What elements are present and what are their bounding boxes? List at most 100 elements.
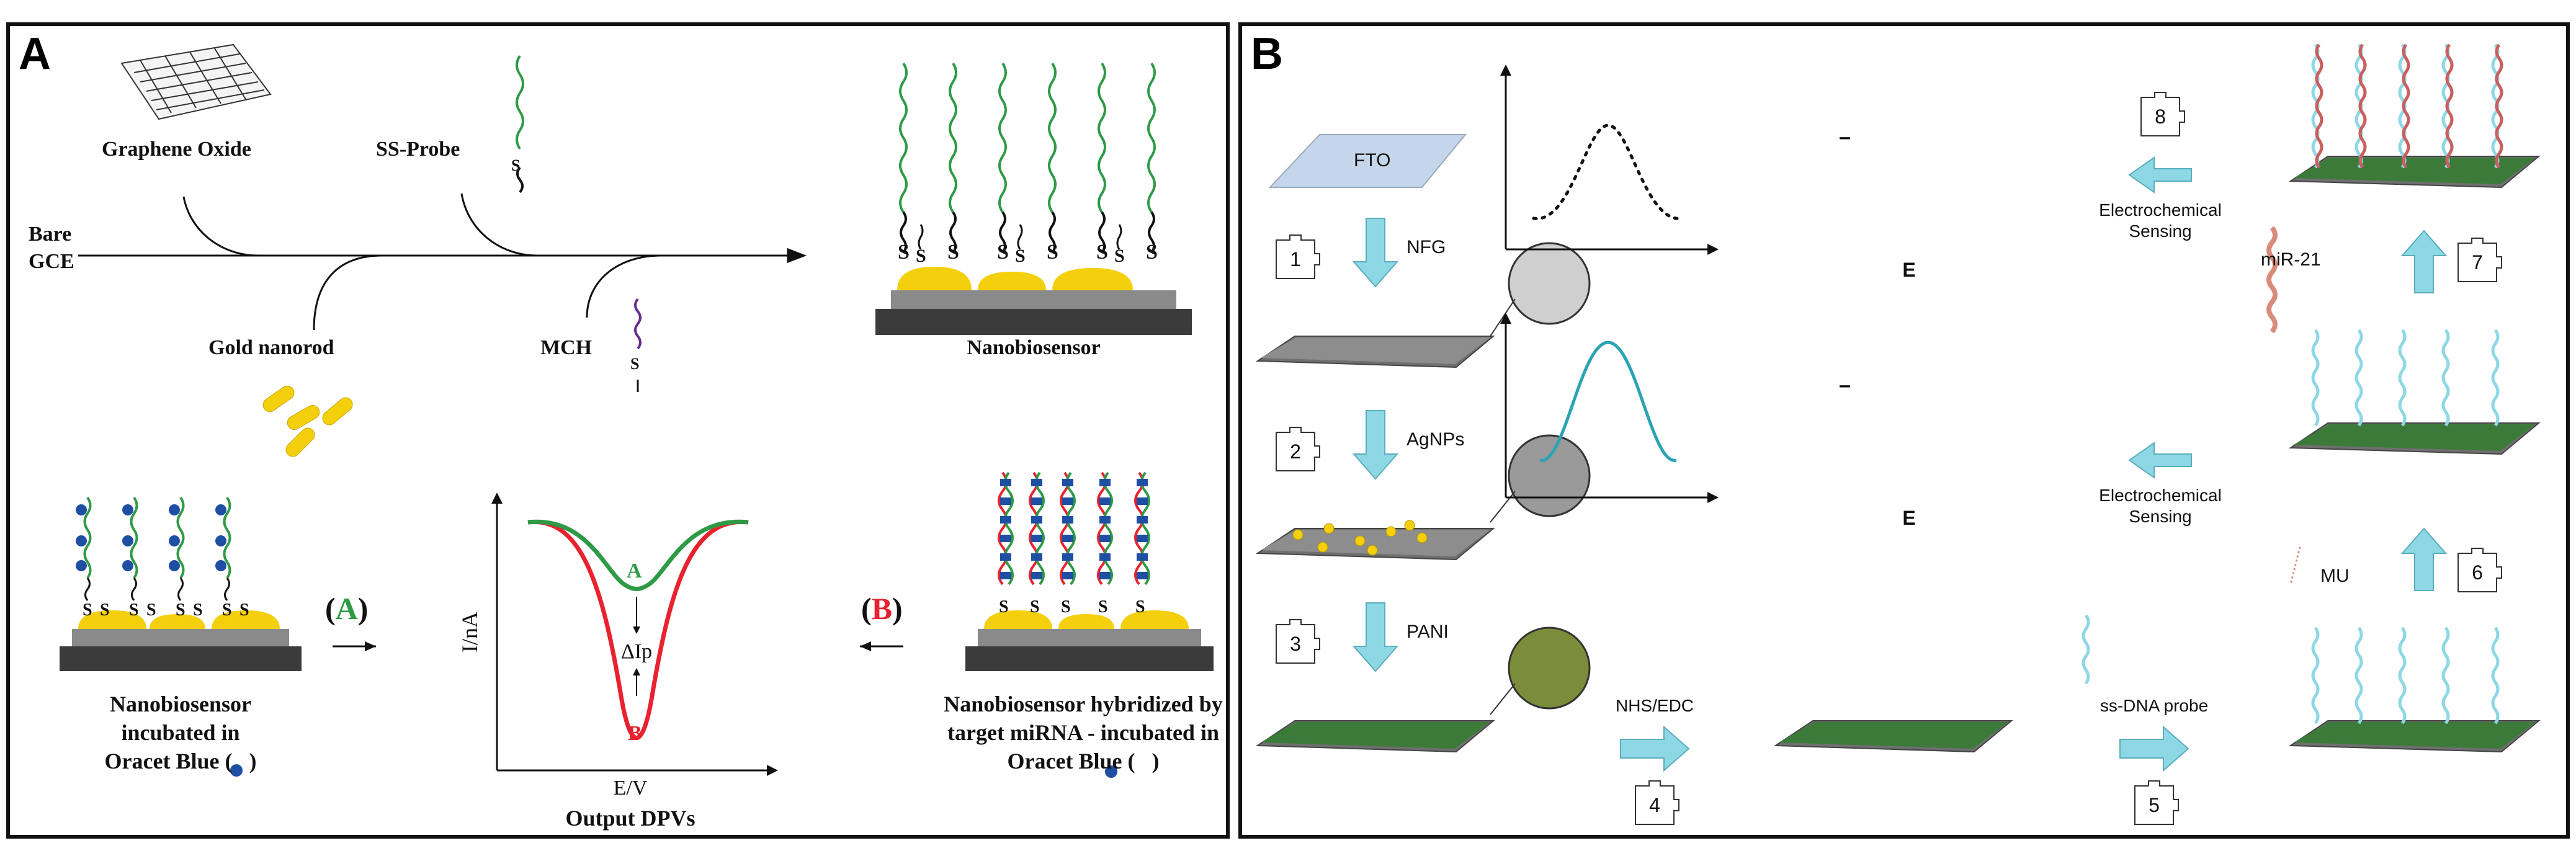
arrow-a-label: (A) bbox=[325, 591, 369, 626]
step4-arrow bbox=[1620, 725, 1690, 772]
probe-strand bbox=[176, 496, 185, 579]
step-badges bbox=[1276, 92, 2502, 825]
thiol-label: S bbox=[1047, 241, 1058, 264]
thiol-label: S bbox=[999, 597, 1009, 617]
oracet-blue-dot bbox=[1000, 479, 1011, 486]
step6-badge: 6 bbox=[2472, 561, 2483, 584]
mirna-strand bbox=[1097, 471, 1107, 586]
incubated-electrode bbox=[60, 610, 302, 671]
agnp-dot bbox=[1367, 545, 1378, 556]
thiol-label: S bbox=[947, 241, 959, 264]
dna-strand bbox=[2358, 43, 2367, 169]
oracet-blue-dot bbox=[169, 504, 180, 515]
dna-strand bbox=[2445, 43, 2454, 169]
thiol-label: S bbox=[129, 600, 139, 620]
oracet-blue-dot bbox=[1031, 553, 1042, 561]
step3-badge: 3 bbox=[1290, 633, 1301, 655]
step-badge-outline bbox=[1276, 234, 1320, 279]
curve-b-label: B bbox=[628, 722, 642, 745]
dna-strand bbox=[2355, 329, 2363, 427]
thiol-label: S bbox=[916, 246, 926, 266]
step-badge-outline bbox=[2457, 238, 2502, 282]
mch-strand bbox=[1017, 224, 1023, 250]
ss-probe-icon bbox=[516, 55, 524, 194]
thiol-label: S bbox=[100, 600, 110, 620]
agnp-dot bbox=[1354, 535, 1366, 546]
probe-strand bbox=[1048, 62, 1057, 213]
probe-strand bbox=[1066, 471, 1076, 586]
thiol-label: S bbox=[1096, 241, 1108, 264]
mirna-strand bbox=[998, 471, 1008, 586]
probe-strand bbox=[998, 62, 1007, 213]
oracet-blue-dot bbox=[1000, 572, 1011, 579]
oracet-blue-dot bbox=[1031, 535, 1042, 542]
dna-strand bbox=[2441, 329, 2450, 427]
nfg-sem-inset bbox=[1508, 242, 1591, 325]
dna-strand bbox=[2491, 626, 2500, 724]
oracet-blue-dot bbox=[1000, 535, 1011, 542]
agnps-sheet-surface bbox=[1261, 530, 1490, 556]
agnp-dot bbox=[1404, 520, 1415, 531]
oracet-blue-dot bbox=[1031, 516, 1042, 524]
arrow-b-label: (B) bbox=[861, 591, 903, 626]
oracet-blue-dot bbox=[215, 504, 226, 515]
bottom-plot-y-tick: – bbox=[1839, 373, 1851, 397]
top-plot-x-label: E bbox=[1902, 259, 1916, 281]
step-badge-outline bbox=[2457, 548, 2502, 592]
step5-label: ss-DNA probe bbox=[2100, 696, 2209, 715]
thiol-label: S bbox=[1146, 241, 1158, 264]
oracet-blue-dot bbox=[169, 560, 180, 571]
oracet-blue-dot bbox=[215, 560, 226, 571]
thiol-label: S bbox=[1015, 246, 1026, 266]
dna-strand bbox=[2398, 329, 2407, 427]
incubated-left-label: Nanobiosensor incubated in Oracet Blue (… bbox=[104, 692, 257, 774]
thiol-label: S bbox=[1114, 246, 1125, 266]
y-axis-label: I/nA bbox=[457, 612, 482, 653]
oracet-blue-dot bbox=[1099, 516, 1111, 524]
oracet-blue-dot bbox=[122, 504, 133, 515]
pani-sem-inset bbox=[1508, 626, 1591, 710]
step7-label: miR-21 bbox=[2261, 249, 2321, 270]
step3-arrow bbox=[1352, 602, 1399, 672]
dna-strand bbox=[2402, 43, 2410, 169]
mch-label: MCH bbox=[540, 336, 593, 359]
ss-probe-label: SS-Probe bbox=[376, 138, 460, 161]
step2-badge: 2 bbox=[1290, 440, 1301, 463]
probe-strand bbox=[949, 62, 957, 213]
probe-strands-b bbox=[2082, 43, 2503, 724]
oracet-blue-dot bbox=[1000, 553, 1011, 561]
probe-strand bbox=[1140, 471, 1150, 586]
mirna-strand bbox=[1060, 471, 1070, 586]
step-badge-outline bbox=[1276, 619, 1320, 664]
oracet-blue-dot bbox=[1000, 497, 1011, 505]
thiol-label: S bbox=[1030, 597, 1040, 617]
incubated-right-label: Nanobiosensor hybridized by target miRNA… bbox=[944, 692, 1223, 774]
probe-strand bbox=[130, 496, 138, 579]
oracet-blue-dot bbox=[76, 504, 87, 515]
dna-strand bbox=[2495, 43, 2503, 169]
oracet-blue-dot bbox=[76, 560, 87, 571]
panel-b-graphics bbox=[1255, 43, 2541, 825]
step4-badge: 4 bbox=[1649, 794, 1660, 816]
thiol-label: S bbox=[1135, 597, 1145, 617]
probe-strand bbox=[1103, 471, 1113, 586]
oracet-blue-dot bbox=[1062, 553, 1073, 561]
step7-arrow bbox=[2400, 230, 2448, 293]
thiol-label: S bbox=[997, 241, 1009, 264]
ss-probe-thiol: S bbox=[511, 156, 521, 174]
mir21-sheet-surface bbox=[2294, 158, 2536, 184]
assembly-timeline bbox=[78, 193, 807, 331]
step5-badge: 5 bbox=[2149, 794, 2160, 816]
dna-strand bbox=[2441, 626, 2450, 724]
mch-thiol: S bbox=[630, 355, 640, 373]
oracet-blue-dot bbox=[1062, 516, 1073, 524]
oracet-blue-dot bbox=[1137, 497, 1148, 505]
sensing-bottom-arrow bbox=[2128, 442, 2192, 479]
oracet-blue-dot bbox=[1062, 572, 1073, 579]
probe-strand bbox=[1035, 471, 1045, 586]
oracet-blue-dot bbox=[1137, 572, 1148, 579]
nanobiosensor-label: Nanobiosensor bbox=[967, 336, 1101, 359]
oracet-blue-dot bbox=[1062, 479, 1073, 486]
